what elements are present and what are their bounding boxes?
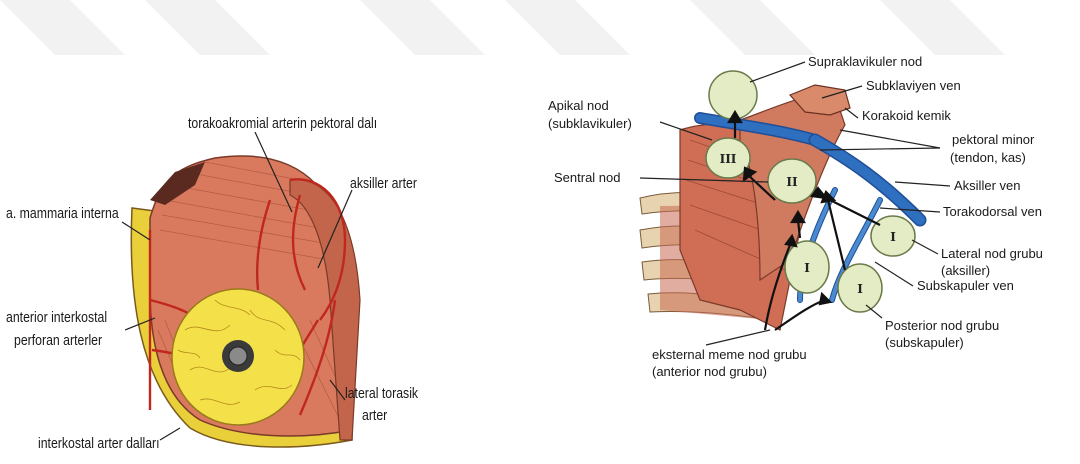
label-korakoid-kemik: Korakoid kemik [862, 108, 951, 123]
label-lateral-torasik-arter: arter [362, 407, 388, 423]
label-aksiller-ven: Aksiller ven [954, 178, 1020, 193]
label-tendon-kas: (tendon, kas) [950, 150, 1026, 165]
nipple [229, 347, 247, 365]
label-subskapuler: (subskapuler) [885, 335, 964, 350]
label-eksternal-meme-nod-grubu: eksternal meme nod grubu [652, 347, 807, 362]
watermark-band [0, 0, 1005, 55]
label-pektoral-minor: pektoral minor [952, 132, 1035, 147]
node-supraclavicular [709, 71, 757, 119]
breast-arterial-supply-illustration: torakoakromial arterin pektoral dalı aks… [6, 115, 418, 451]
numeral-apical: III [720, 152, 737, 166]
label-subklaviyen-ven: Subklaviyen ven [866, 78, 961, 93]
numeral-lateral: I [890, 230, 896, 244]
label-perforan-arterler: perforan arterler [14, 332, 102, 348]
label-supraklavikuler-nod: Supraklavikuler nod [808, 54, 922, 69]
label-apikal-nod: Apikal nod [548, 98, 609, 113]
label-subklavikuler: (subklavikuler) [548, 116, 632, 131]
label-aksiller: (aksiller) [941, 263, 990, 278]
numeral-anterior: I [804, 261, 810, 275]
numeral-central: II [786, 175, 798, 189]
label-posterior-nod-grubu: Posterior nod grubu [885, 318, 999, 333]
label-torakoakromial: torakoakromial arterin pektoral dalı [188, 115, 377, 131]
numeral-posterior: I [857, 282, 863, 296]
label-lateral-torasik: lateral torasik [345, 385, 418, 401]
label-subskapuler-ven: Subskapuler ven [917, 278, 1014, 293]
label-aksiller-arter: aksiller arter [350, 175, 417, 191]
label-interkostal-arter-dallari: interkostal arter dalları [38, 435, 160, 451]
label-anterior-nod-grubu: (anterior nod grubu) [652, 364, 767, 379]
axillary-lymph-node-illustration: III II I I I [548, 54, 1043, 379]
label-torakodorsal-ven: Torakodorsal ven [943, 204, 1042, 219]
leader-interkostal-dallari [160, 428, 180, 440]
label-lateral-nod-grubu: Lateral nod grubu [941, 246, 1043, 261]
label-mammaria-interna: a. mammaria interna [6, 205, 119, 221]
label-anterior-interkostal: anterior interkostal [6, 309, 107, 325]
label-sentral-nod: Sentral nod [554, 170, 621, 185]
